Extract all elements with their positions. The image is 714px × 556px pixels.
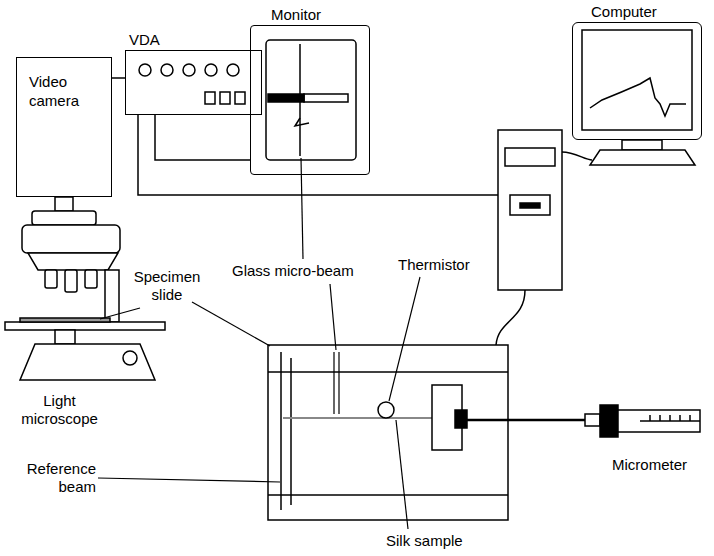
- specimen-stage: [268, 494, 508, 496]
- monitor-screen: [295, 118, 309, 126]
- leader-line: [100, 308, 140, 319]
- monitor-screen: [304, 94, 348, 102]
- node-text: Video camera: [29, 72, 99, 110]
- computer-monitor: [590, 78, 686, 116]
- micrometer-symbol: [669, 415, 671, 421]
- vda-controls: [220, 92, 230, 104]
- vda-controls: [183, 64, 195, 76]
- computer-monitor: [590, 150, 695, 165]
- light-microscope: [85, 270, 97, 288]
- glass-micro-beam: [334, 352, 339, 414]
- leader-line: [301, 158, 303, 259]
- vda-controls: [139, 64, 151, 76]
- monitor-box: Monitor: [250, 25, 370, 175]
- vda-controls: [205, 64, 217, 76]
- part-label: Glass micro-beam: [232, 262, 354, 280]
- computer-monitor: [582, 30, 692, 130]
- vda-box: VDA: [125, 50, 262, 115]
- light-microscope: [45, 270, 57, 288]
- part-label: Micrometer: [612, 456, 687, 474]
- part-label: Specimen slide: [128, 268, 206, 304]
- heading-text: VDA: [129, 31, 160, 49]
- leader-line: [98, 158, 420, 529]
- light-microscope: [5, 197, 165, 380]
- vda-controls: [235, 92, 245, 104]
- specimen-stage: [268, 345, 508, 520]
- computer-tower: [520, 203, 540, 208]
- sample-clamp: [455, 410, 467, 428]
- light-microscope: [20, 344, 155, 380]
- micrometer-symbol: [689, 415, 691, 421]
- cable: [496, 290, 525, 345]
- sample-clamp: [432, 385, 467, 450]
- leader-line: [192, 302, 270, 346]
- light-microscope: [32, 211, 96, 225]
- part-label: Reference beam: [8, 460, 96, 496]
- computer-monitor: [622, 140, 662, 150]
- light-microscope: [22, 225, 120, 253]
- computer-screen: Computer: [572, 22, 702, 140]
- heading-text: Monitor: [271, 6, 321, 24]
- specimen-stage: [268, 371, 508, 373]
- light-microscope: [20, 318, 110, 322]
- glass-micro-beam: [338, 352, 339, 414]
- computer-tower: [498, 130, 562, 290]
- reference-beam: [280, 352, 282, 510]
- computer-tower: [505, 148, 555, 166]
- light-microscope: [5, 322, 165, 330]
- cable: [112, 77, 125, 79]
- heading-text: Computer: [591, 3, 657, 21]
- micrometer-symbol: [659, 415, 661, 421]
- thermistor: [378, 402, 394, 418]
- light-microscope: [55, 330, 75, 344]
- light-microscope: [55, 197, 73, 211]
- vda-controls: [227, 64, 239, 76]
- cable: [138, 115, 498, 195]
- monitor-screen: [266, 40, 356, 160]
- cable: [155, 115, 250, 160]
- reference-beam: [281, 352, 291, 510]
- leader-line: [98, 478, 280, 482]
- thermistor: [378, 402, 394, 418]
- micrometer-symbol: [585, 414, 600, 426]
- leader-line: [389, 277, 420, 401]
- monitor-screen: [266, 40, 356, 160]
- glass-micro-beam: [333, 352, 334, 414]
- silk-sample: [283, 417, 432, 419]
- light-microscope: [65, 270, 77, 292]
- monitor-screen: [268, 94, 304, 102]
- light-microscope: [28, 253, 118, 270]
- micrometer-symbol: [649, 415, 651, 421]
- micrometer-symbol: [618, 410, 700, 432]
- micrometer-symbol: [679, 415, 681, 421]
- leader-line: [396, 420, 408, 529]
- computer-tower: [510, 195, 550, 215]
- specimen-stage: [268, 345, 508, 520]
- cable: [138, 115, 592, 345]
- vda-controls: [161, 64, 173, 76]
- computer-monitor: [582, 30, 695, 165]
- leader-line: [330, 284, 336, 350]
- computer-tower: [498, 130, 562, 290]
- light-microscope: [123, 351, 137, 365]
- part-label: Silk sample: [386, 532, 463, 550]
- part-label: Thermistor: [398, 256, 470, 274]
- silk-sample: [283, 417, 432, 419]
- micrometer-symbol: [600, 405, 618, 437]
- micrometer-symbol: [467, 419, 585, 422]
- vda-controls: [205, 92, 215, 104]
- cable: [562, 152, 592, 160]
- reference-beam: [290, 358, 292, 505]
- micrometer-symbol: [467, 405, 700, 437]
- camera-box: Video camera: [16, 57, 112, 197]
- part-label: Light microscope: [12, 392, 107, 428]
- vda-controls: [139, 64, 245, 104]
